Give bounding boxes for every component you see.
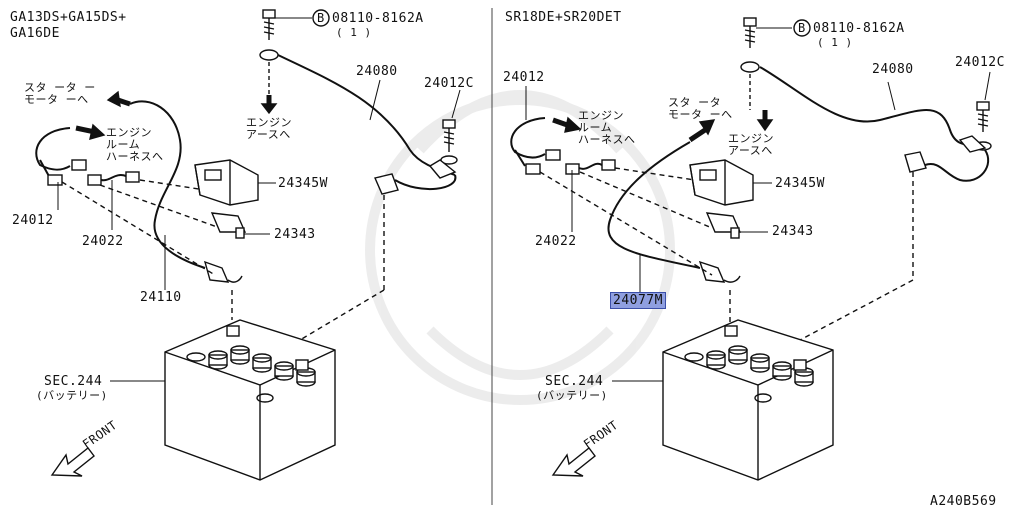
bolt-icon [743, 17, 792, 48]
left-panel [35, 9, 461, 481]
bolt-marker-circle [793, 19, 811, 37]
right-part-24022: 24022 [535, 234, 577, 249]
right-engine-room-harness-label: エンジン ルーム ハーネスへ [578, 109, 636, 146]
right-sec-label: SEC.244 [545, 374, 604, 389]
left-part-24110: 24110 [140, 290, 182, 305]
left-engine-earth-label: エンジン アースへ [246, 116, 292, 141]
right-part-24345W: 24345W [775, 176, 825, 191]
arrow-right-icon [89, 123, 106, 140]
left-part-24012: 24012 [12, 213, 54, 228]
bolt-marker-circle [312, 9, 330, 27]
right-part-24012C: 24012C [955, 55, 1005, 70]
battery-body [662, 319, 834, 481]
left-part-24012C: 24012C [424, 76, 474, 91]
bolt-icon [262, 9, 312, 40]
left-starter-motor-label: スタ ータ ー モータ ーへ [24, 81, 96, 106]
left-battery-label: (バッテリー) [36, 389, 108, 402]
left-bolt-marker: B [317, 11, 325, 25]
right-starter-motor-label: スタ ータ モータ ーへ [668, 96, 733, 121]
right-title: SR18DE+SR20DET [505, 10, 622, 25]
arrow-right-icon [564, 116, 582, 133]
left-engine-room-harness-label: エンジン ルーム ハーネスへ [106, 126, 164, 163]
arrow-upleft-icon [106, 90, 121, 108]
left-title-line1: GA13DS+GA15DS+ [10, 10, 127, 25]
right-engine-earth-label: エンジン アースへ [728, 132, 774, 157]
right-part-24077M-highlighted[interactable]: 24077M [610, 292, 666, 309]
front-arrow-icon [50, 447, 95, 477]
right-part-24080: 24080 [872, 62, 914, 77]
arrow-down-icon [756, 119, 774, 132]
right-bolt-marker: B [798, 21, 806, 35]
right-battery-label: (バッテリー) [536, 389, 608, 402]
front-arrow-icon [551, 447, 596, 477]
diagram-code: A240B569 [930, 494, 997, 509]
left-part-24022: 24022 [82, 234, 124, 249]
right-panel [510, 17, 992, 481]
left-part-24343: 24343 [274, 227, 316, 242]
right-part-24343: 24343 [772, 224, 814, 239]
right-bolt-code: 08110-8162A [813, 21, 905, 36]
left-bolt-qty: ( 1 ) [336, 26, 372, 39]
arrow-down-icon [260, 103, 278, 115]
arrow-upright-icon [698, 119, 716, 136]
left-sec-label: SEC.244 [44, 374, 103, 389]
battery-body [164, 319, 336, 481]
right-part-24012: 24012 [503, 70, 545, 85]
left-bolt-code: 08110-8162A [332, 11, 424, 26]
left-part-24345W: 24345W [278, 176, 328, 191]
left-part-24080: 24080 [356, 64, 398, 79]
right-bolt-qty: ( 1 ) [817, 36, 853, 49]
left-title-line2: GA16DE [10, 26, 60, 41]
